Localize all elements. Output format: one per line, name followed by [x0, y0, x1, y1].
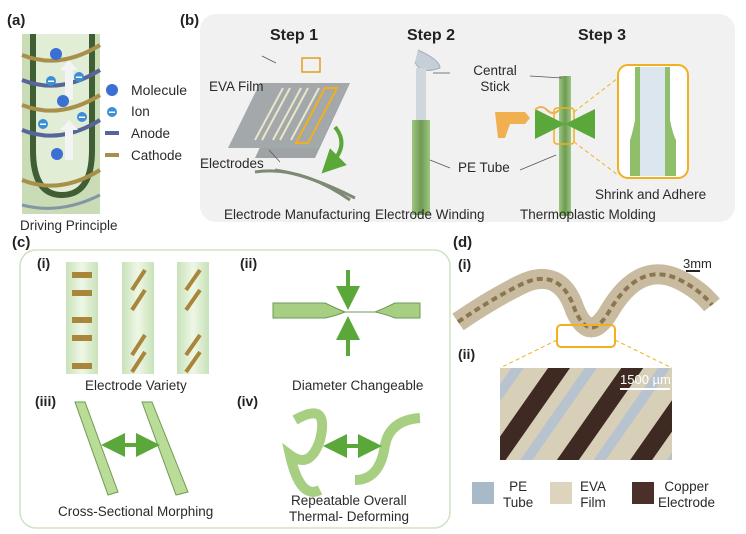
step3-title: Step 3 [578, 27, 627, 44]
step1-graphic [228, 55, 356, 202]
caption-diameter-changeable: Diameter Changeable [292, 378, 424, 393]
step1-caption: Electrode Manufacturing [224, 207, 371, 222]
legend-cathode: Cathode [131, 148, 183, 163]
label-central-stick: Central Stick [473, 63, 517, 94]
sub-ii-label: (ii) [240, 255, 258, 271]
step2-caption: Electrode Winding [375, 207, 485, 222]
legend-copper-electrode: Copper Electrode [658, 479, 715, 511]
sub-iv-label: (iv) [237, 393, 258, 409]
label-eva-film: EVA Film [209, 79, 264, 94]
legend-eva-film: EVA Film [580, 479, 606, 511]
microscope-image [500, 368, 672, 460]
legend-anode: Anode [131, 126, 171, 141]
caption-electrode-variety: Electrode Variety [85, 378, 187, 393]
legend-pe-line2: Tube [503, 495, 534, 510]
step3-caption: Thermoplastic Molding [520, 207, 656, 222]
label-pe-tube: PE Tube [458, 160, 510, 175]
sub-iii-label: (iii) [35, 393, 56, 409]
wavy-tube-photo [452, 264, 720, 369]
panel-c-label: (c) [12, 234, 31, 251]
legend-molecule: Molecule [131, 82, 188, 98]
cross-section-graphic [74, 401, 189, 496]
heat-gun-icon [495, 112, 530, 138]
leader-line [261, 55, 277, 64]
legend-copper-line1: Copper [664, 479, 709, 494]
legend-ion: Ion [131, 104, 150, 119]
caption-repeatable-line2: Thermal- Deforming [289, 509, 410, 524]
diameter-changeable-graphic [272, 270, 421, 356]
panel-a-legend-symbols [105, 84, 119, 157]
sub-i-label: (i) [37, 255, 51, 271]
label-shrink-adhere: Shrink and Adhere [595, 187, 707, 202]
panel-a-label: (a) [7, 12, 26, 29]
scale-label-3mm: 3mm [683, 256, 712, 271]
pe-tube-swatch [472, 482, 494, 504]
label-electrodes: Electrodes [200, 156, 264, 171]
step2-title: Step 2 [407, 27, 456, 44]
sub-d-ii-label: (ii) [458, 346, 476, 362]
scale-label-1500um: 1500 µm [620, 372, 671, 387]
panel-b-label: (b) [180, 12, 200, 29]
step3-graphic [495, 64, 689, 216]
legend-eva-line2: Film [580, 495, 606, 510]
sub-d-i-label: (i) [458, 256, 472, 272]
legend-eva-line1: EVA [580, 479, 607, 494]
panel-d-label: (d) [453, 234, 473, 251]
panel-a-caption: Driving Principle [20, 218, 118, 233]
electrode-variety-graphic [66, 262, 209, 374]
step2-graphic [412, 49, 451, 215]
driving-principle-graphic [21, 34, 102, 214]
caption-cross-sectional: Cross-Sectional Morphing [58, 504, 214, 519]
legend-copper-line2: Electrode [658, 495, 716, 510]
legend-pe-tube: PE Tube [503, 479, 533, 511]
caption-repeatable-line1: Repeatable Overall [291, 493, 407, 508]
thermal-deforming-graphic [282, 408, 421, 497]
copper-electrode-swatch [632, 482, 654, 504]
legend-pe-line1: PE [509, 479, 528, 494]
eva-film-swatch [550, 482, 572, 504]
step1-title: Step 1 [270, 27, 319, 44]
